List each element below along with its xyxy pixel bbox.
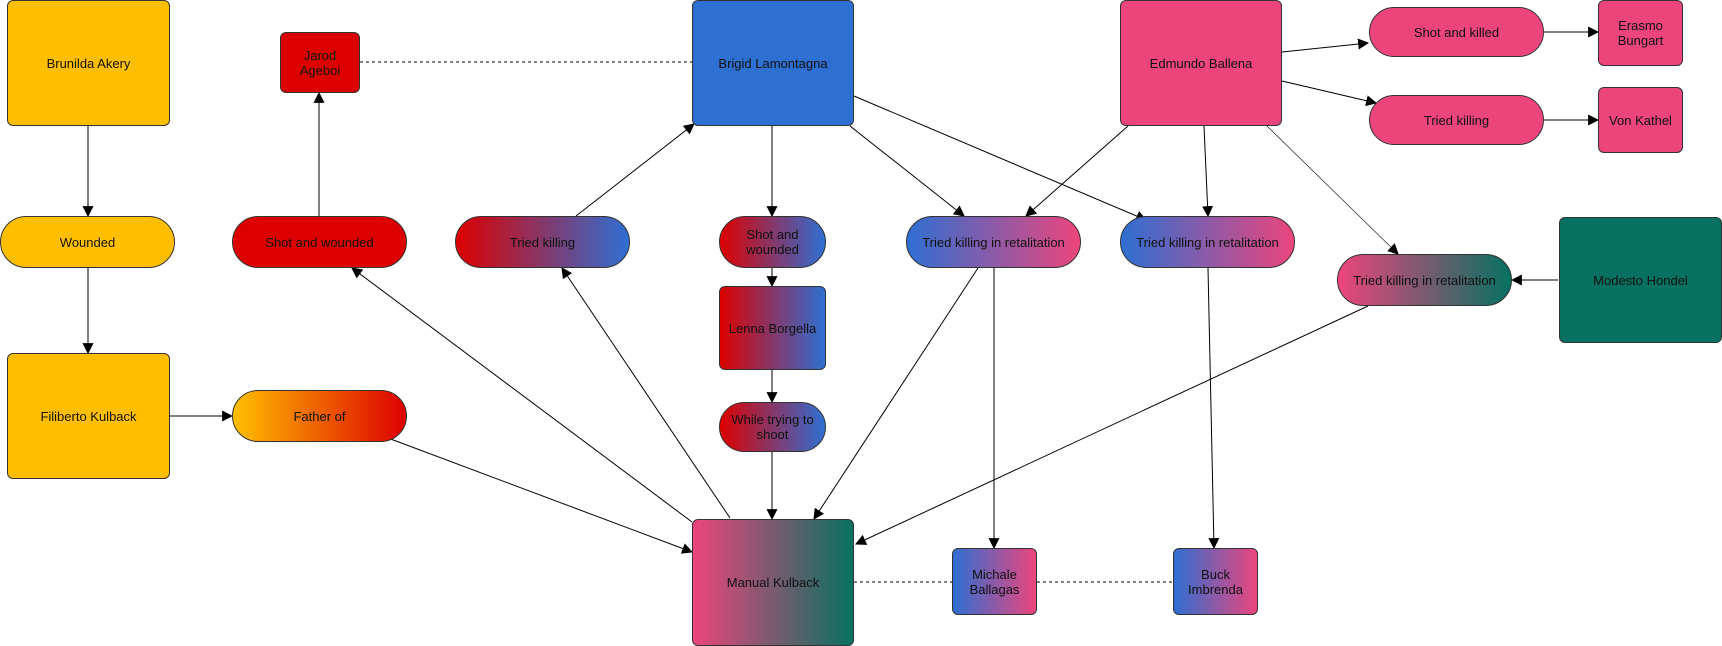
node-tried-killing-retaliation-2: Tried killing in retalitation — [1120, 216, 1295, 268]
edge-triedkilling-brigid — [575, 123, 695, 217]
node-modesto-hondel: Modesto Hondel — [1559, 217, 1722, 343]
edge-edmundo-shotkilled — [1281, 38, 1370, 53]
node-tried-killing-retaliation-3: Tried killing in retalitation — [1337, 254, 1512, 306]
node-lenna-borgella: Lenna Borgella — [719, 286, 826, 370]
node-von-kathel: Von Kathel — [1598, 87, 1683, 153]
edge-manual-shotwounded — [351, 267, 693, 523]
edge-edmundo-retal1 — [1025, 125, 1129, 217]
node-shot-and-wounded-center: Shot and wounded — [719, 216, 826, 268]
node-while-trying-to-shoot: While trying to shoot — [719, 402, 826, 452]
node-shot-and-killed: Shot and killed — [1369, 7, 1544, 57]
node-tried-killing-right: Tried killing — [1369, 95, 1544, 145]
node-filiberto-kulback: Filiberto Kulback — [7, 353, 170, 479]
node-michale-ballagas: Michale Ballagas — [952, 548, 1037, 615]
node-brigid-lamontagna: Brigid Lamontagna — [692, 0, 854, 126]
edge-brigid-retal1 — [849, 125, 965, 217]
edge-fatherof-manual — [387, 437, 694, 554]
edge-edmundo-retal3 — [1266, 125, 1399, 255]
node-tried-killing-left: Tried killing — [455, 216, 630, 268]
edge-manual-triedkilling — [561, 267, 731, 519]
node-tried-killing-retaliation-1: Tried killing in retalitation — [906, 216, 1081, 268]
node-edmundo-ballena: Edmundo Ballena — [1120, 0, 1282, 126]
edge-retal2-buck — [1207, 267, 1220, 550]
edge-edmundo-retal2 — [1202, 125, 1214, 218]
edge-retal1-manual — [813, 267, 979, 520]
node-manual-kulback: Manual Kulback — [692, 519, 854, 646]
node-jarod-ageboi: Jarod Ageboi — [280, 32, 360, 93]
edge-edmundo-triedkilling — [1281, 80, 1378, 107]
node-buck-imbrenda: Buck Imbrenda — [1173, 548, 1258, 615]
node-wounded: Wounded — [0, 216, 175, 268]
edge-retal3-manual — [855, 305, 1369, 545]
edge-brigid-retal2 — [853, 95, 1148, 222]
node-brunilda-akery: Brunilda Akery — [7, 0, 170, 126]
node-shot-and-wounded-left: Shot and wounded — [232, 216, 407, 268]
node-father-of: Father of — [232, 390, 407, 442]
node-erasmo-bungart: Erasmo Bungart — [1598, 0, 1683, 66]
